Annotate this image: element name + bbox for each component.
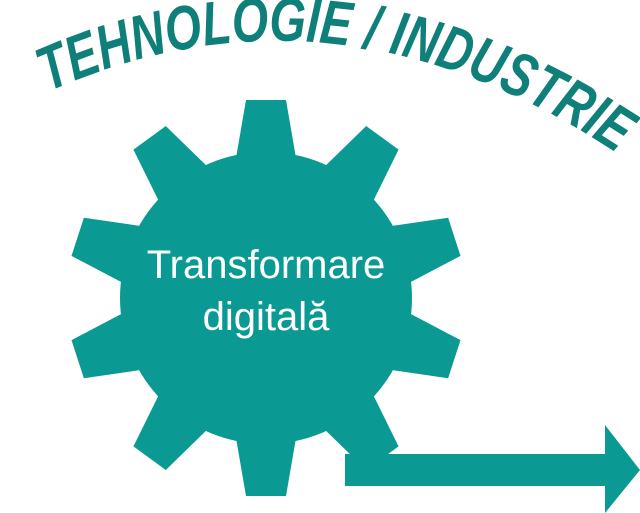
gear-hub — [120, 152, 412, 444]
gear-tooth — [133, 393, 208, 470]
gear-icon — [71, 100, 461, 496]
heading-arc-text: TEHNOLOGIE / INDUSTRIE — [27, 0, 640, 166]
arrow-head — [605, 425, 640, 513]
gear-tooth — [324, 393, 399, 470]
gear-tooth — [236, 100, 296, 158]
arrow-shaft — [345, 454, 605, 486]
gear-label-line1: Transformare — [147, 243, 386, 287]
gear-label-line2: digitală — [203, 295, 331, 339]
heading-text: TEHNOLOGIE / INDUSTRIE — [27, 0, 640, 166]
gear-tooth — [324, 126, 399, 203]
gear-tooth — [133, 126, 208, 203]
gear-tooth — [236, 438, 296, 496]
